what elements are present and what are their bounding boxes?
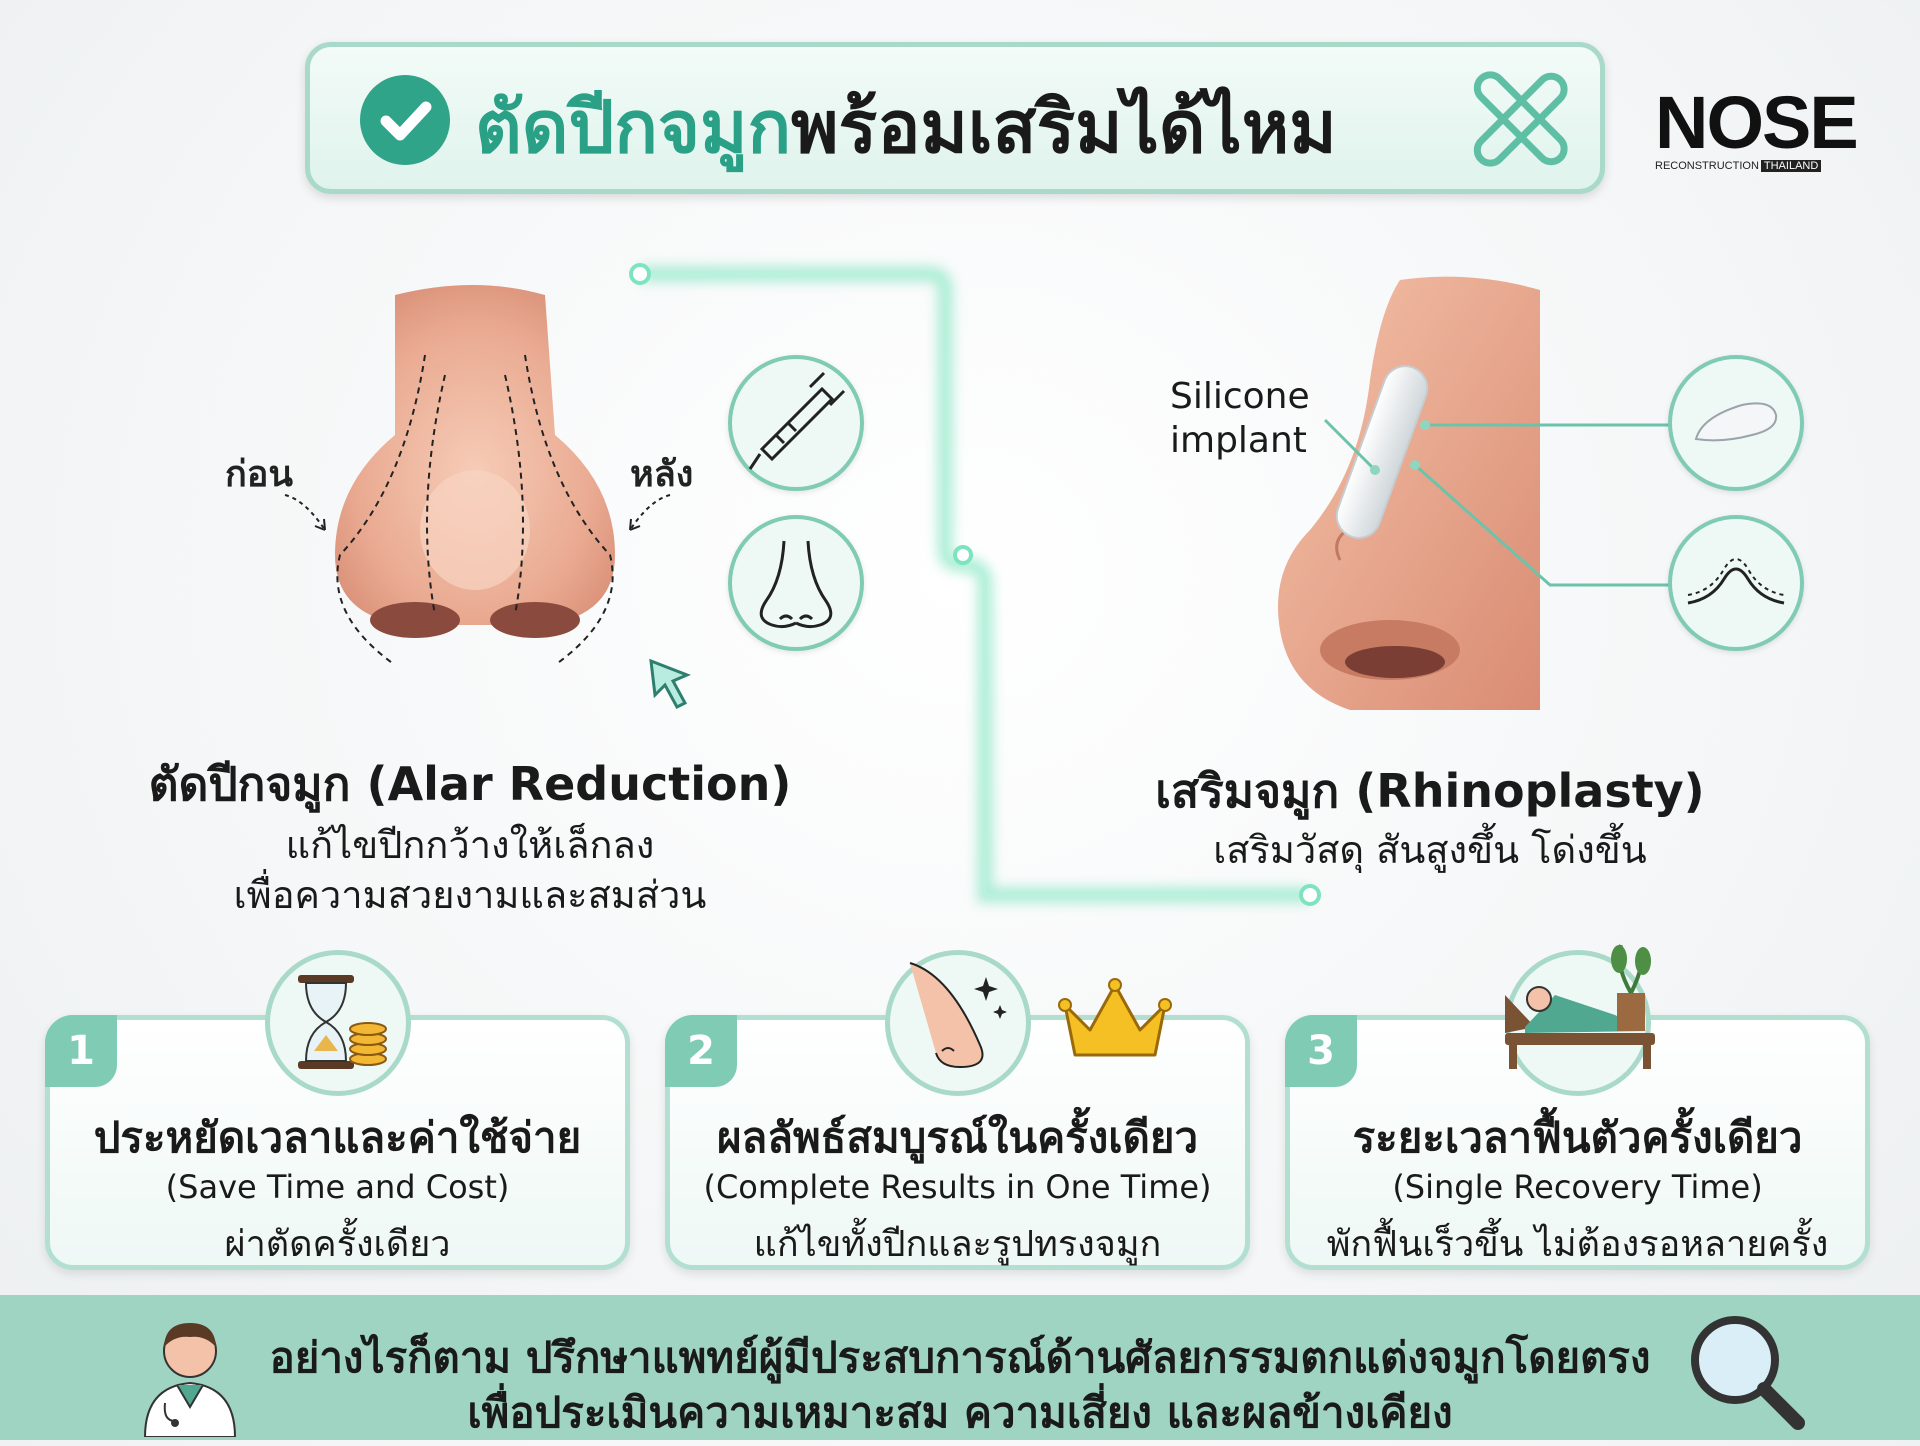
implant-shape-circle: [1668, 355, 1804, 491]
implant-connector-lines: [1323, 418, 1670, 587]
silicone-implant-label: Silicone implant: [1170, 375, 1310, 463]
benefit-card-1: 1 ประหยัดเวลาและค่าใช้จ่าย (Save Time an…: [45, 950, 630, 1270]
nose-front-illustration: [335, 285, 615, 666]
card-number-badge: 3: [1285, 1015, 1357, 1087]
page-title: ตัดปีกจมูกพร้อมเสริมได้ไหม: [475, 69, 1337, 184]
hourglass-coins-icon: [298, 975, 387, 1069]
card-subtitle-en: (Complete Results in One Time): [703, 1168, 1212, 1206]
check-circle-icon: [360, 75, 450, 165]
recovery-bed-icon: [1505, 944, 1655, 1069]
logo-wordmark: NOSE: [1655, 81, 1859, 164]
banner-line-2: เพื่อประเมินความเหมาะสม ความเสี่ยง และผล…: [467, 1388, 1453, 1437]
alar-reduction-title: ตัดปีกจมูก (Alar Reduction): [148, 757, 792, 811]
implant-label-line-1: Silicone: [1170, 376, 1310, 417]
card-description: ผ่าตัดครั้งเดียว: [224, 1224, 451, 1265]
rhinoplasty-title: เสริมจมูก (Rhinoplasty): [1155, 764, 1705, 818]
card-number-badge: 2: [665, 1015, 737, 1087]
title-banner: ตัดปีกจมูกพร้อมเสริมได้ไหม: [305, 42, 1605, 194]
logo-sub-text: RECONSTRUCTION: [1655, 160, 1759, 172]
nose-bridge-curve-icon: [1687, 558, 1785, 605]
card-subtitle-en: (Single Recovery Time): [1392, 1168, 1763, 1206]
implant-label-line-2: implant: [1170, 420, 1307, 461]
nose-outline-icon: [759, 540, 833, 629]
benefit-card-3: 3 ระยะเวลาฟื้นตัวครั้งเดียว (Single Reco…: [1285, 944, 1870, 1270]
benefit-card-2: 2 ผลลัพธ์สมบูรณ์ในครั้งเดียว (Complete R…: [665, 950, 1250, 1270]
nose-sparkle-circle: [885, 950, 1031, 1096]
nose-side-illustration: [1278, 276, 1540, 710]
title-part-2: พร้อมเสริมได้ไหม: [791, 85, 1337, 169]
caliper-circle: [728, 355, 864, 491]
card-description: พักฟื้นเร็วขึ้น ไม่ต้องรอหลายครั้ง: [1326, 1224, 1829, 1265]
crown-icon: [1058, 978, 1172, 1057]
bandage-cross-icon: [1470, 69, 1570, 169]
alar-desc-line-2: เพื่อความสวยงามและสมส่วน: [233, 873, 707, 917]
doctor-icon: [143, 1323, 237, 1437]
before-arrow-icon: [284, 494, 326, 531]
before-label: ก่อน: [225, 454, 294, 495]
card-title: ระยะเวลาฟื้นตัวครั้งเดียว: [1352, 1113, 1803, 1162]
title-part-1: ตัดปีกจมูก: [475, 85, 792, 169]
nose-outline-circle: [728, 515, 864, 651]
implant-shape-icon: [1694, 402, 1778, 442]
card-title: ประหยัดเวลาและค่าใช้จ่าย: [93, 1113, 582, 1162]
card-title: ผลลัพธ์สมบูรณ์ในครั้งเดียว: [716, 1113, 1199, 1162]
consultation-banner: อย่างไรก็ตาม ปรึกษาแพทย์ผู้มีประสบการณ์ด…: [0, 1295, 1920, 1440]
after-arrow-icon: [629, 494, 671, 531]
magnifying-glass-icon: [1691, 1316, 1805, 1430]
card-number-badge: 1: [45, 1015, 117, 1087]
after-label: หลัง: [630, 454, 694, 495]
logo-tag: THAILAND: [1760, 160, 1822, 172]
card-subtitle-en: (Save Time and Cost): [165, 1168, 510, 1206]
card-description: แก้ไขทั้งปีกและรูปทรงจมูก: [753, 1224, 1162, 1265]
banner-line-1: อย่างไรก็ตาม ปรึกษาแพทย์ผู้มีประสบการณ์ด…: [269, 1333, 1651, 1382]
hourglass-coins-circle: [265, 950, 411, 1096]
rhinoplasty-desc: เสริมวัสดุ สันสูงขึ้น โด่งขึ้น: [1213, 828, 1647, 872]
cursor-arrow-icon: [649, 658, 691, 709]
alar-desc-line-1: แก้ไขปีกกว้างให้เล็กลง: [285, 823, 655, 867]
glow-connector-line: [629, 263, 1321, 906]
caliper-icon: [748, 371, 846, 470]
nose-profile-curve-circle: [1668, 515, 1804, 651]
nose-sparkle-icon: [909, 962, 1007, 1069]
